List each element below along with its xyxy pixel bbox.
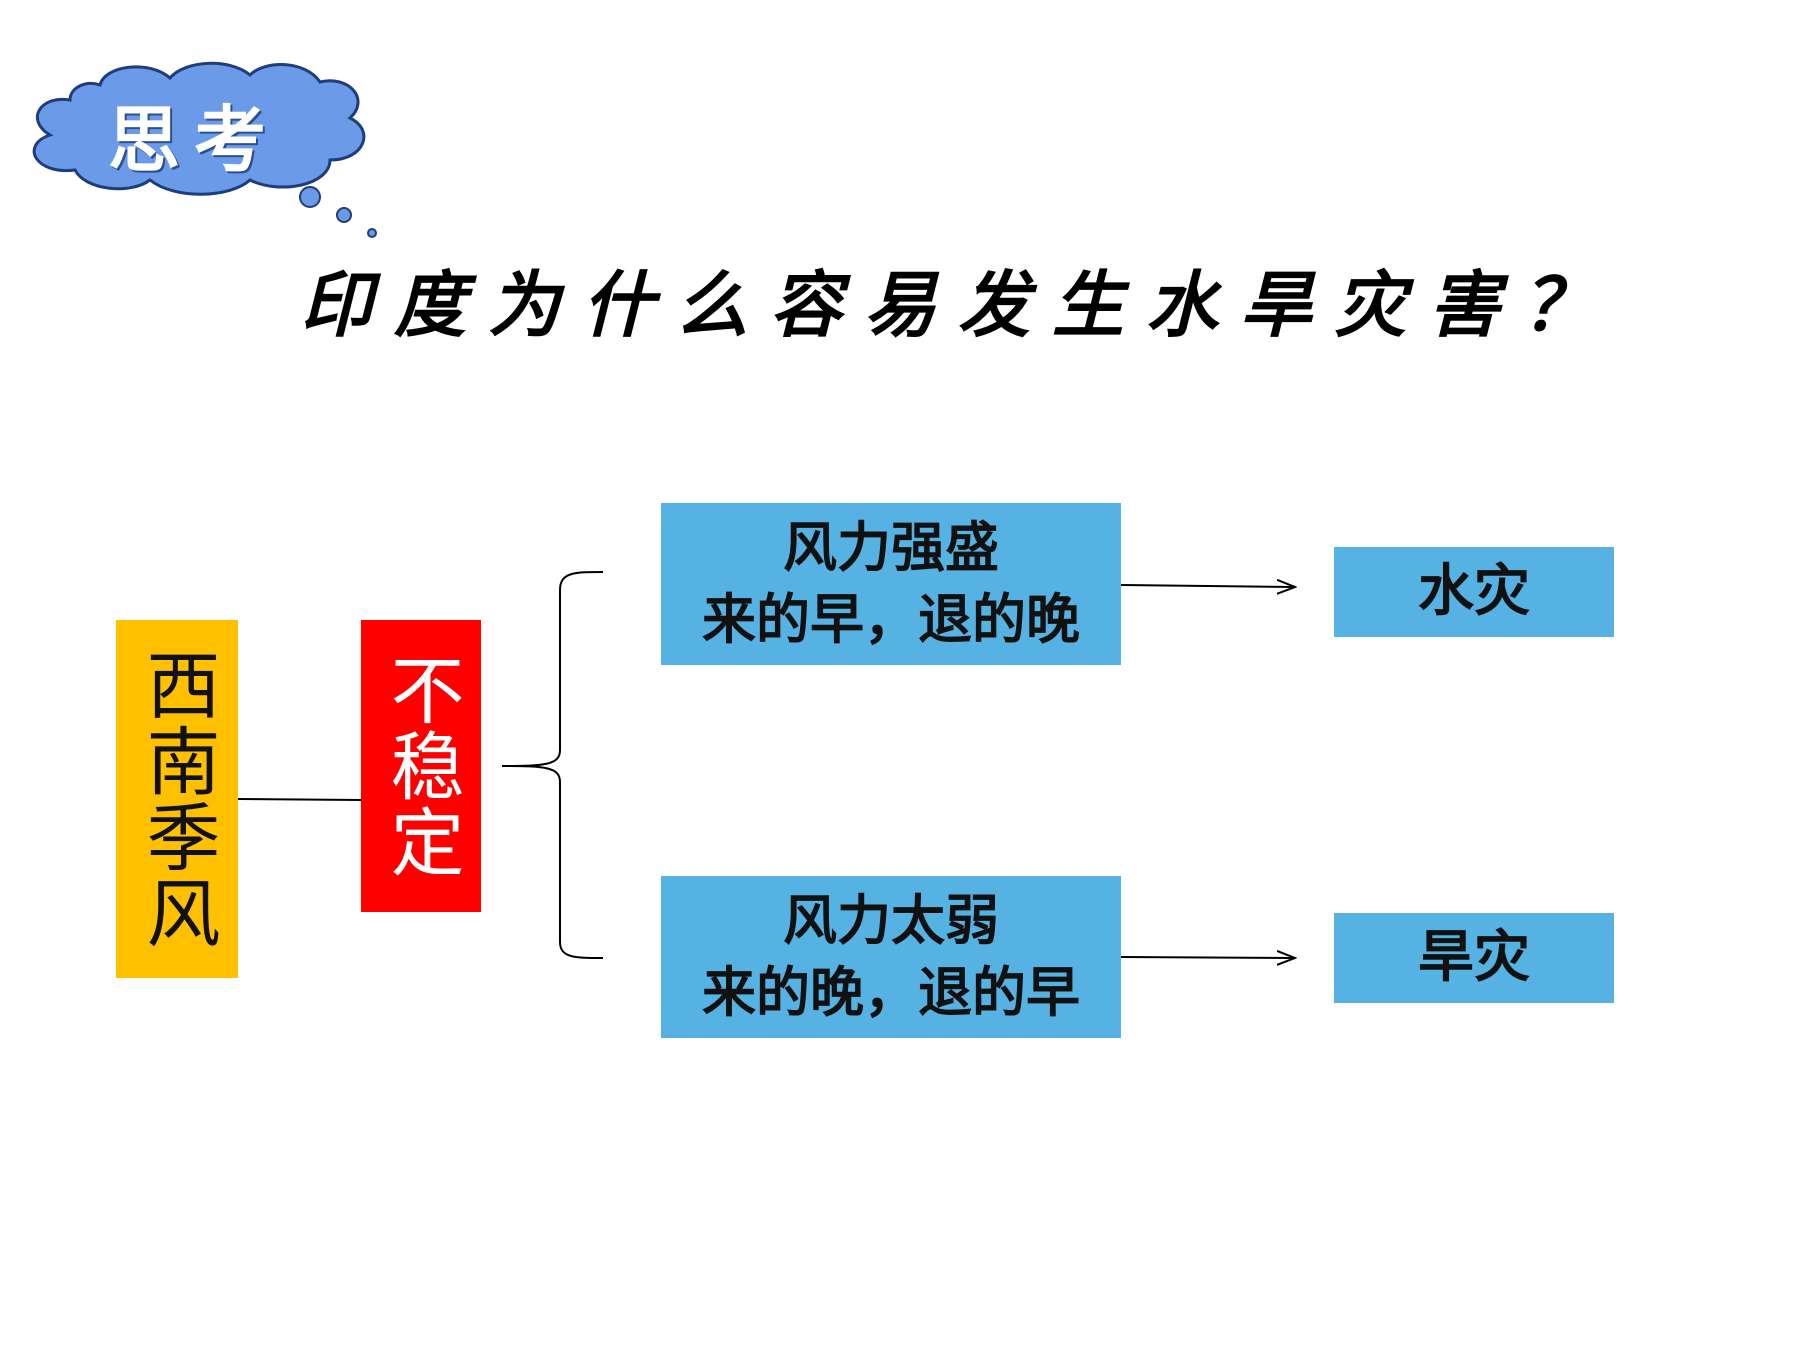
cause-weak-line1: 风力太弱	[783, 889, 999, 952]
result-box-flood: 水灾	[1334, 547, 1614, 637]
thought-cloud-shape	[32, 61, 366, 196]
unstable-label: 不稳定	[378, 652, 464, 880]
cause-strong-line1: 风力强盛	[783, 516, 999, 579]
arrow-bottom	[1120, 957, 1295, 958]
branch-brace	[501, 571, 604, 959]
result-drought-label: 旱灾	[1418, 925, 1530, 990]
thought-dot-small	[367, 228, 377, 238]
arrow-top	[1120, 585, 1295, 587]
unstable-box: 不稳定	[361, 620, 481, 912]
cause-weak-line2: 来的晚，退的早	[702, 961, 1080, 1024]
thought-cloud	[32, 61, 377, 238]
monsoon-box: 西南季风	[116, 620, 238, 978]
monsoon-label: 西南季风	[134, 647, 220, 951]
cause-strong-line2: 来的早，退的晚	[702, 588, 1080, 651]
monsoon-to-unstable-line	[237, 798, 362, 801]
thought-dot-medium	[336, 207, 352, 223]
result-flood-label: 水灾	[1418, 559, 1530, 624]
cause-box-weak: 风力太弱 来的晚，退的早	[661, 876, 1121, 1038]
cause-box-strong: 风力强盛 来的早，退的晚	[661, 503, 1121, 665]
thought-bubble-label: 思考	[108, 98, 281, 182]
thought-dot-large	[299, 186, 321, 208]
result-box-drought: 旱灾	[1334, 913, 1614, 1003]
page-title: 印度为什么容易发生水旱灾害？	[300, 262, 1617, 347]
